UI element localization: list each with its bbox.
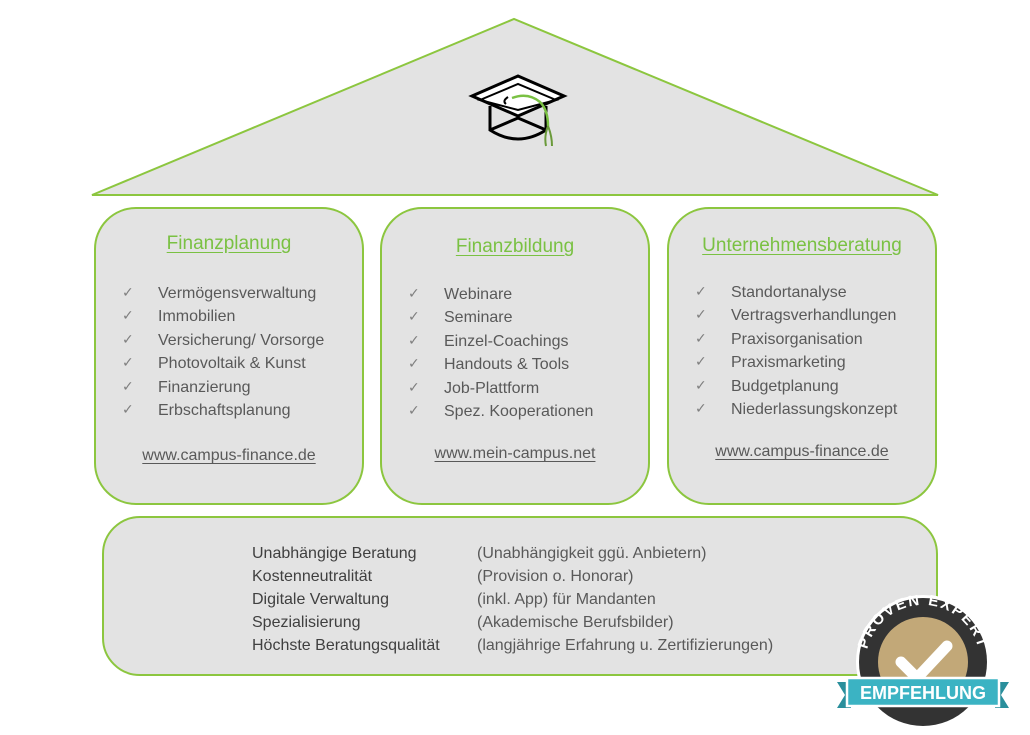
pillar-title: Finanzbildung <box>455 236 575 257</box>
check-icon: ✓ <box>695 400 707 417</box>
list-item: ✓Handouts & Tools <box>408 353 593 376</box>
table-row: Höchste Beratungsqualität (langjährige Er… <box>252 635 773 658</box>
list-item: ✓Einzel-Coachings <box>408 330 593 353</box>
check-icon: ✓ <box>408 379 420 396</box>
check-icon: ✓ <box>122 331 134 348</box>
foundation-table: Unabhängige Beratung (Unabhängigkeit ggü.… <box>252 542 773 658</box>
list-item: ✓Standortanalyse <box>695 281 897 304</box>
check-icon: ✓ <box>122 401 134 418</box>
list-item: ✓Job-Plattform <box>408 377 593 400</box>
foundation-detail: (langjährige Erfahrung u. Zertifizierung… <box>477 637 774 655</box>
pillar-link[interactable]: www.campus-finance.de <box>142 447 316 464</box>
foundation-detail: (Provision o. Honorar) <box>477 567 634 585</box>
pillar-link[interactable]: www.mein-campus.net <box>434 445 596 462</box>
foundation: Unabhängige Beratung (Unabhängigkeit ggü.… <box>102 516 938 676</box>
pillar-finanzbildung: Finanzbildung ✓Webinare ✓Seminare ✓Einze… <box>380 207 650 505</box>
list-item: ✓Versicherung/ Vorsorge <box>122 329 324 352</box>
foundation-label: Digitale Verwaltung <box>252 590 389 608</box>
badge-ribbon <box>845 676 1001 708</box>
pillar-link[interactable]: www.campus-finance.de <box>715 443 889 460</box>
pillar-list: ✓Webinare ✓Seminare ✓Einzel-Coachings ✓H… <box>408 283 593 423</box>
pillar-title: Finanzplanung <box>166 233 292 254</box>
check-icon: ✓ <box>122 355 134 372</box>
pillar-list: ✓Vermögensverwaltung ✓Immobilien ✓Versic… <box>122 282 324 422</box>
foundation-label: Spezialisierung <box>252 614 361 632</box>
check-icon: ✓ <box>122 308 134 325</box>
list-item: ✓Immobilien <box>122 305 324 328</box>
list-item: ✓Vermögensverwaltung <box>122 282 324 305</box>
check-icon: ✓ <box>122 378 134 395</box>
list-item: ✓Praxismarketing <box>695 351 897 374</box>
list-item: ✓Photovoltaik & Kunst <box>122 352 324 375</box>
check-icon: ✓ <box>408 309 420 326</box>
list-item: ✓Finanzierung <box>122 376 324 399</box>
list-item: ✓Praxisorganisation <box>695 328 897 351</box>
list-item: ✓Vertragsverhandlungen <box>695 304 897 327</box>
foundation-detail: (Akademische Berufsbilder) <box>477 614 674 632</box>
check-icon: ✓ <box>122 285 134 301</box>
foundation-label: Kostenneutralität <box>252 567 373 585</box>
check-icon: ✓ <box>408 332 420 349</box>
pillar-title: Unternehmensberatung <box>702 235 902 256</box>
pillar-finanzplanung: Finanzplanung ✓Vermögensverwaltung ✓Immo… <box>94 207 364 505</box>
table-row: Kostenneutralität (Provision o. Honorar) <box>252 565 773 588</box>
check-icon: ✓ <box>695 307 707 324</box>
graduation-cap-icon <box>468 74 568 147</box>
foundation-label: Höchste Beratungsqualität <box>252 637 440 655</box>
foundation-detail: (inkl. App) für Mandanten <box>477 590 656 608</box>
table-row: Unabhängige Beratung (Unabhängigkeit ggü.… <box>252 542 773 565</box>
check-icon: ✓ <box>408 356 420 373</box>
table-row: Digitale Verwaltung (inkl. App) für Manda… <box>252 588 773 611</box>
list-item: ✓Erbschaftsplanung <box>122 399 324 422</box>
pillar-unternehmensberatung: Unternehmensberatung ✓Standortanalyse ✓V… <box>667 207 937 505</box>
check-icon: ✓ <box>408 402 420 419</box>
pillar-list: ✓Standortanalyse ✓Vertragsverhandlungen … <box>695 281 897 421</box>
check-icon: ✓ <box>695 284 707 300</box>
list-item: ✓Spez. Kooperationen <box>408 400 593 423</box>
foundation-detail: (Unabhängigkeit ggü. Anbietern) <box>477 544 707 562</box>
check-icon: ✓ <box>408 286 420 302</box>
list-item: ✓Webinare <box>408 283 593 306</box>
list-item: ✓Budgetplanung <box>695 375 897 398</box>
check-icon: ✓ <box>695 330 707 347</box>
list-item: ✓Seminare <box>408 306 593 329</box>
table-row: Spezialisierung (Akademische Berufsbilder… <box>252 612 773 635</box>
check-icon: ✓ <box>695 354 707 371</box>
foundation-label: Unabhängige Beratung <box>252 544 417 562</box>
badge-ribbon-text: EMPFEHLUNG <box>860 683 986 703</box>
proven-expert-badge[interactable]: PROVEN EXPERT EMPFEHLUNG <box>833 590 1013 730</box>
list-item: ✓Niederlassungskonzept <box>695 398 897 421</box>
check-icon: ✓ <box>695 377 707 394</box>
